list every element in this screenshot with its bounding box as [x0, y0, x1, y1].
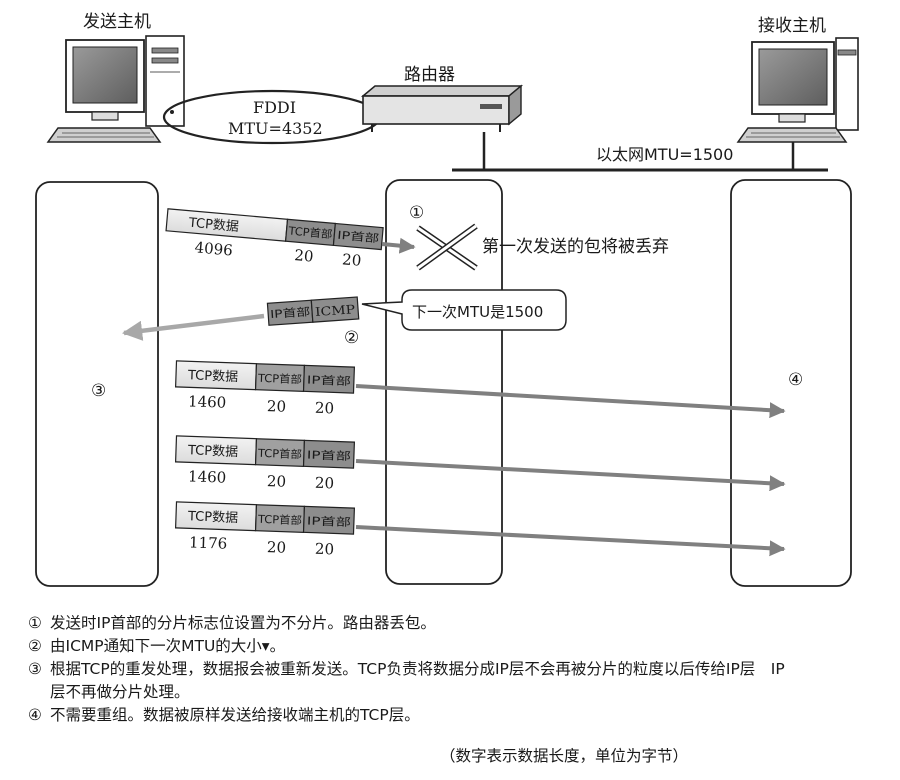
- receiver-lane: [730, 179, 852, 587]
- resent-packet-2-ip-length: 20: [315, 474, 335, 493]
- sender-lane: [35, 181, 159, 587]
- resent-packet-3-ip-header-label: IP首部: [307, 513, 351, 529]
- icmp-ip-header-label: IP首部: [270, 304, 311, 321]
- resent-packet-2-arrow: [355, 459, 786, 492]
- note-4: ④ 不需要重组。数据被原样发送给接收端主机的TCP层。: [28, 704, 868, 727]
- resent-packet-1-ip-header-segment: [302, 364, 356, 394]
- router-lane: [385, 179, 503, 585]
- resent-packet-1-data-label: TCP数据: [187, 368, 239, 385]
- note-3-text: 根据TCP的重发处理，数据报会被重新发送。TCP负责将数据分成IP层不会再被分片…: [50, 660, 785, 701]
- resent-packet-3-tcp-length: 20: [267, 538, 287, 557]
- unit-note: （数字表示数据长度，单位为字节）: [440, 747, 689, 765]
- marker-3: ③: [91, 381, 106, 401]
- first-packet-tcp-length: 20: [294, 246, 315, 266]
- resent-packet-3-tcp-header-label: TCP首部: [257, 512, 302, 528]
- note-3-number: ③: [28, 660, 42, 678]
- fddi-mtu-label: MTU=4352: [228, 119, 323, 138]
- resent-packet-3-ip-length: 20: [315, 540, 335, 559]
- icmp-packet: IP首部 ICMP: [266, 296, 360, 326]
- resent-packet-1-ip-header-label: IP首部: [307, 372, 351, 388]
- first-packet-ip-length: 20: [341, 250, 362, 270]
- first-packet-arrow: [381, 237, 416, 254]
- drop-x-icon: [416, 223, 478, 271]
- drop-description: 第一次发送的包将被丢弃: [482, 237, 669, 257]
- resent-packet-3-data-label: TCP数据: [187, 509, 239, 526]
- router-label: 路由器: [404, 65, 455, 85]
- icmp-label: ICMP: [315, 302, 356, 319]
- fddi-label: FDDI: [253, 98, 296, 117]
- ethernet-label: 以太网MTU=1500: [596, 145, 733, 164]
- resent-packet-3-data-length: 1176: [189, 533, 228, 552]
- receiver-host-label: 接收主机: [758, 16, 826, 36]
- first-packet-ip-header-label: IP首部: [337, 228, 380, 246]
- resent-packet-1-data-length: 1460: [188, 392, 227, 411]
- first-packet: TCP数据 TCP首部 IP首部 4096 20 20: [165, 208, 384, 270]
- note-2: ② 由ICMP通知下一次MTU的大小▾。: [28, 635, 868, 658]
- marker-4: ④: [788, 370, 803, 390]
- first-packet-tcp-header-label: TCP首部: [287, 223, 333, 241]
- notes: ① 发送时IP首部的分片标志位设置为不分片。路由器丢包。 ② 由ICMP通知下一…: [28, 612, 868, 727]
- resent-packet-2-data-length: 1460: [188, 467, 227, 486]
- marker-2: ②: [344, 328, 359, 348]
- icmp-return-arrow: [121, 313, 265, 341]
- resent-packet-3: TCP数据 TCP首部 IP首部 1176 20 20: [174, 501, 356, 559]
- first-packet-data-length: 4096: [194, 238, 234, 259]
- mtu-callout-text: 下一次MTU是1500: [412, 303, 543, 321]
- resent-packet-2-tcp-header-label: TCP首部: [257, 446, 302, 462]
- mtu-callout: 下一次MTU是1500: [361, 289, 567, 331]
- resent-packet-2-ip-header-label: IP首部: [307, 447, 351, 463]
- resent-packet-1: TCP数据 TCP首部 IP首部 1460 20 20: [174, 360, 356, 418]
- resent-packet-1-ip-length: 20: [315, 399, 335, 418]
- resent-packet-2-ip-header-segment: [302, 439, 356, 469]
- resent-packet-1-tcp-length: 20: [267, 397, 287, 416]
- note-1-text: 发送时IP首部的分片标志位设置为不分片。路由器丢包。: [50, 614, 436, 632]
- note-4-text: 不需要重组。数据被原样发送给接收端主机的TCP层。: [50, 706, 420, 724]
- note-1: ① 发送时IP首部的分片标志位设置为不分片。路由器丢包。: [28, 612, 868, 635]
- router-icon: [360, 84, 524, 132]
- sender-computer-icon: [46, 35, 185, 143]
- resent-packet-2-tcp-length: 20: [267, 472, 287, 491]
- receiver-computer-icon: [736, 37, 859, 143]
- first-packet-ip-header-segment: [332, 222, 384, 251]
- resent-packet-2-data-label: TCP数据: [187, 443, 239, 460]
- resent-packet-3-ip-header-segment: [302, 505, 356, 535]
- note-2-text: 由ICMP通知下一次MTU的大小▾。: [50, 637, 286, 655]
- first-packet-data-label: TCP数据: [187, 216, 239, 235]
- resent-packet-2: TCP数据 TCP首部 IP首部 1460 20 20: [174, 435, 356, 493]
- resent-packet-3-arrow: [355, 525, 786, 557]
- note-4-number: ④: [28, 706, 42, 724]
- resent-packet-1-tcp-header-label: TCP首部: [257, 371, 302, 387]
- resent-packet-1-arrow: [355, 384, 786, 419]
- note-2-number: ②: [28, 637, 42, 655]
- sender-host-label: 发送主机: [83, 12, 151, 32]
- marker-1: ①: [409, 203, 424, 223]
- note-1-number: ①: [28, 614, 42, 632]
- icmp-segment: [310, 296, 360, 323]
- note-3: ③ 根据TCP的重发处理，数据报会被重新发送。TCP负责将数据分成IP层不会再被…: [28, 658, 868, 704]
